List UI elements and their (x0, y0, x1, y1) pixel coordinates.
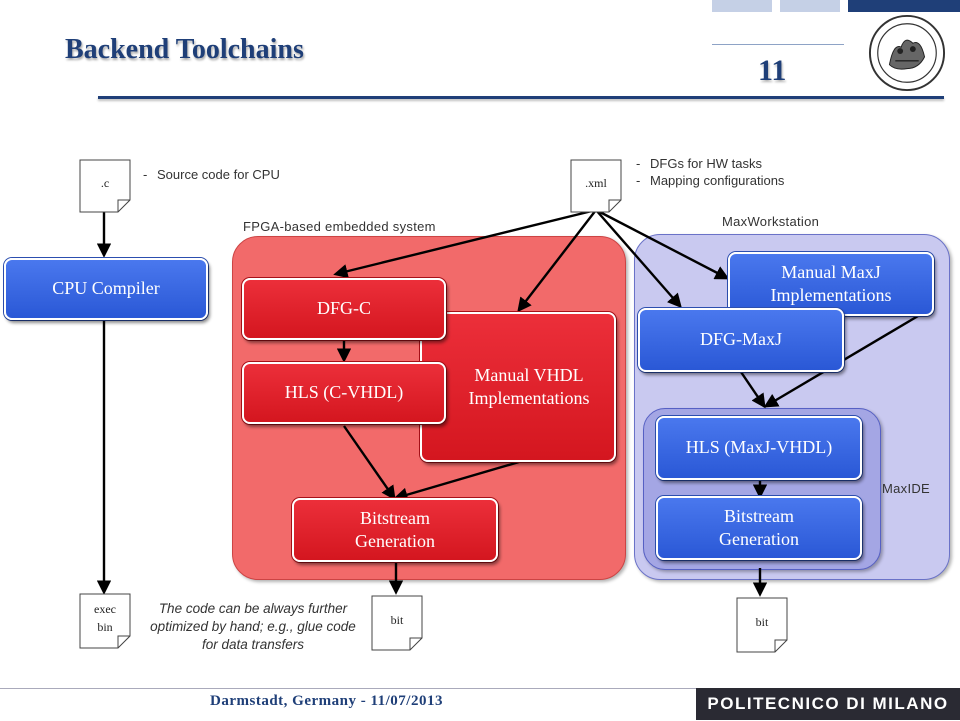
arrow-hls-c-to-bitstream (343, 425, 396, 501)
bit-left-document-label: bit (390, 613, 404, 627)
footer-institution: POLITECNICO DI MILANO (696, 688, 960, 720)
header-decoration-bar-1 (712, 0, 772, 12)
mapping-note-dash: - (636, 173, 641, 188)
manual-maxj-label-2: Implementations (770, 285, 892, 305)
manual-vhdl-box: Manual VHDL Implementations (420, 312, 616, 462)
source-code-note: -Source code for CPU (143, 166, 280, 183)
hls-c-vhdl-box: HLS (C-VHDL) (242, 362, 446, 424)
arrow-xml-to-manual-maxj (595, 208, 730, 280)
arrow-manual-vhdl-to-bitstream (393, 460, 520, 502)
source-code-note-dash: - (143, 167, 148, 182)
bitstream-blue-label-1: Bitstream (724, 505, 794, 526)
manual-vhdl-label-2: Implementations (468, 388, 590, 408)
manual-maxj-label-1: Manual MaxJ (781, 261, 881, 282)
dfg-maxj-box: DFG-MaxJ (638, 308, 844, 372)
header-decoration-bar-2 (780, 0, 840, 12)
manual-vhdl-label-1: Manual VHDL (474, 364, 584, 385)
dfg-c-box: DFG-C (242, 278, 446, 340)
page-number: 11 (758, 54, 787, 87)
maxide-region-label: MaxIDE (882, 481, 931, 496)
arrow-dfg-maxj-to-hls-maxj (740, 371, 766, 409)
exec-document-label-2: bin (97, 620, 113, 634)
bit-right-document-icon (736, 597, 788, 653)
maxworkstation-region-label: MaxWorkstation (722, 214, 820, 229)
arrow-xml-to-manual-vhdl (517, 209, 597, 313)
exec-document-icon (79, 593, 131, 649)
bitstream-generation-blue-box: Bitstream Generation (656, 496, 862, 560)
footer-location-date: Darmstadt, Germany - 11/07/2013 (210, 693, 443, 709)
dfgs-note-dash: - (636, 156, 641, 171)
c-document-icon (79, 159, 131, 213)
source-code-note-text: Source code for CPU (157, 167, 280, 182)
arrow-xml-to-dfg-maxj (595, 209, 682, 309)
title-underline (98, 96, 944, 99)
bitstream-red-label-1: Bitstream (360, 507, 430, 528)
header-decoration-bar-3 (848, 0, 960, 12)
xml-document-label: .xml (585, 176, 607, 190)
dfgs-note-text: DFGs for HW tasks (650, 156, 762, 171)
optimization-note: The code can be always further optimized… (150, 601, 356, 652)
xml-document-icon (570, 159, 622, 213)
bit-right-document-label: bit (755, 615, 769, 629)
bitstream-red-label-2: Generation (355, 531, 435, 551)
page-title: Backend Toolchains (65, 34, 304, 65)
page-number-rule (712, 44, 844, 45)
fpga-region-label: FPGA-based embedded system (243, 219, 436, 234)
bitstream-generation-red-box: Bitstream Generation (292, 498, 498, 562)
exec-document-label-1: exec (94, 602, 116, 616)
cpu-compiler-box: CPU Compiler (4, 258, 208, 320)
arrow-xml-to-dfg-c (333, 208, 597, 279)
bitstream-blue-label-2: Generation (719, 529, 799, 549)
bit-left-document-icon (371, 595, 423, 651)
manual-maxj-box: Manual MaxJ Implementations (728, 252, 934, 316)
mapping-note-text: Mapping configurations (650, 173, 785, 188)
hls-maxj-vhdl-box: HLS (MaxJ-VHDL) (656, 416, 862, 480)
university-seal-icon (868, 14, 946, 92)
xml-notes: -DFGs for HW tasks -Mapping configuratio… (636, 155, 784, 189)
c-document-label: .c (100, 176, 110, 190)
